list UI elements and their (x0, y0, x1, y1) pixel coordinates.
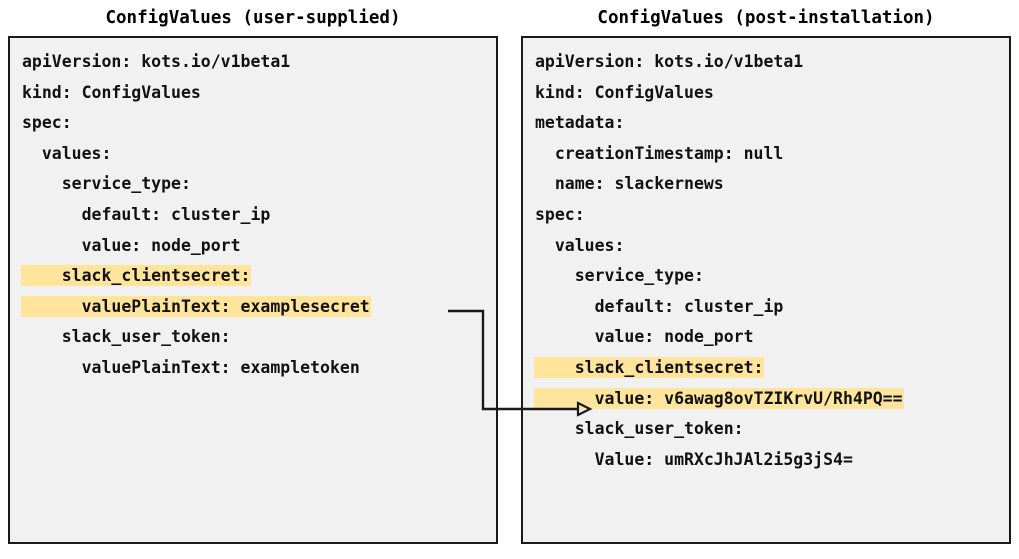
code-line: default: cluster_ip (535, 292, 997, 323)
code-line: spec: (535, 200, 997, 231)
code-line: apiVersion: kots.io/v1beta1 (535, 47, 997, 78)
right-panel-configvalues-post-installation: apiVersion: kots.io/v1beta1 kind: ConfigV… (521, 36, 1011, 544)
code-line: valuePlainText: exampletoken (22, 353, 484, 384)
code-line-text: spec: (535, 204, 585, 224)
code-line: creationTimestamp: null (535, 139, 997, 170)
code-line: default: cluster_ip (22, 200, 484, 231)
code-line: slack_clientsecret: (22, 261, 484, 292)
code-line-text: slack_user_token: (535, 419, 744, 439)
code-line: kind: ConfigValues (22, 78, 484, 109)
code-line: metadata: (535, 108, 997, 139)
right-panel-code: apiVersion: kots.io/v1beta1 kind: ConfigV… (523, 47, 1009, 475)
code-line: spec: (22, 108, 484, 139)
code-line: kind: ConfigValues (535, 78, 997, 109)
code-line-text: value: node_port (22, 235, 241, 255)
code-line: values: (22, 139, 484, 170)
code-line-text: valuePlainText: exampletoken (22, 357, 360, 377)
code-line: value: node_port (22, 231, 484, 262)
code-line-text: kind: ConfigValues (535, 82, 714, 102)
code-line-text: spec: (22, 113, 72, 133)
code-line-text: apiVersion: kots.io/v1beta1 (22, 52, 291, 71)
code-line: slack_user_token: (22, 322, 484, 353)
right-panel-title: ConfigValues (post-installation) (597, 8, 935, 28)
code-line-text: service_type: (535, 266, 704, 286)
code-line-text: values: (22, 143, 112, 163)
code-line: valuePlainText: examplesecret (22, 292, 484, 323)
code-line: slack_user_token: (535, 414, 997, 445)
code-line-text: metadata: (535, 113, 625, 133)
code-line: service_type: (22, 169, 484, 200)
code-line-text: default: cluster_ip (22, 204, 271, 224)
code-line-text: name: slackernews (535, 174, 724, 194)
left-panel-title: ConfigValues (user-supplied) (105, 8, 401, 28)
code-line-text: value: node_port (535, 327, 754, 347)
code-line: Value: umRXcJhJAl2i5g3jS4= (535, 445, 997, 476)
code-line: value: node_port (535, 322, 997, 353)
code-line-text: value: v6awag8ovTZIKrvU/Rh4PQ== (535, 388, 903, 408)
left-panel-code: apiVersion: kots.io/v1beta1 kind: ConfigV… (10, 47, 496, 384)
code-line: apiVersion: kots.io/v1beta1 (22, 47, 484, 78)
code-line-text: kind: ConfigValues (22, 82, 201, 102)
code-line: values: (535, 231, 997, 262)
code-line-text: apiVersion: kots.io/v1beta1 (535, 52, 804, 71)
left-panel-configvalues-user-supplied: apiVersion: kots.io/v1beta1 kind: ConfigV… (8, 36, 498, 544)
code-line-text: creationTimestamp: null (535, 143, 784, 163)
code-line-text: valuePlainText: examplesecret (22, 296, 370, 316)
code-line-text: service_type: (22, 174, 191, 194)
code-line: service_type: (535, 261, 997, 292)
code-line: slack_clientsecret: (535, 353, 997, 384)
code-line-text: default: cluster_ip (535, 296, 784, 316)
code-line-text: values: (535, 235, 625, 255)
code-line-text: slack_clientsecret: (535, 357, 764, 377)
code-line-text: slack_user_token: (22, 327, 231, 347)
code-line: value: v6awag8ovTZIKrvU/Rh4PQ== (535, 384, 997, 415)
code-line: name: slackernews (535, 169, 997, 200)
code-line-text: Value: umRXcJhJAl2i5g3jS4= (535, 449, 853, 469)
code-line-text: slack_clientsecret: (22, 266, 251, 286)
